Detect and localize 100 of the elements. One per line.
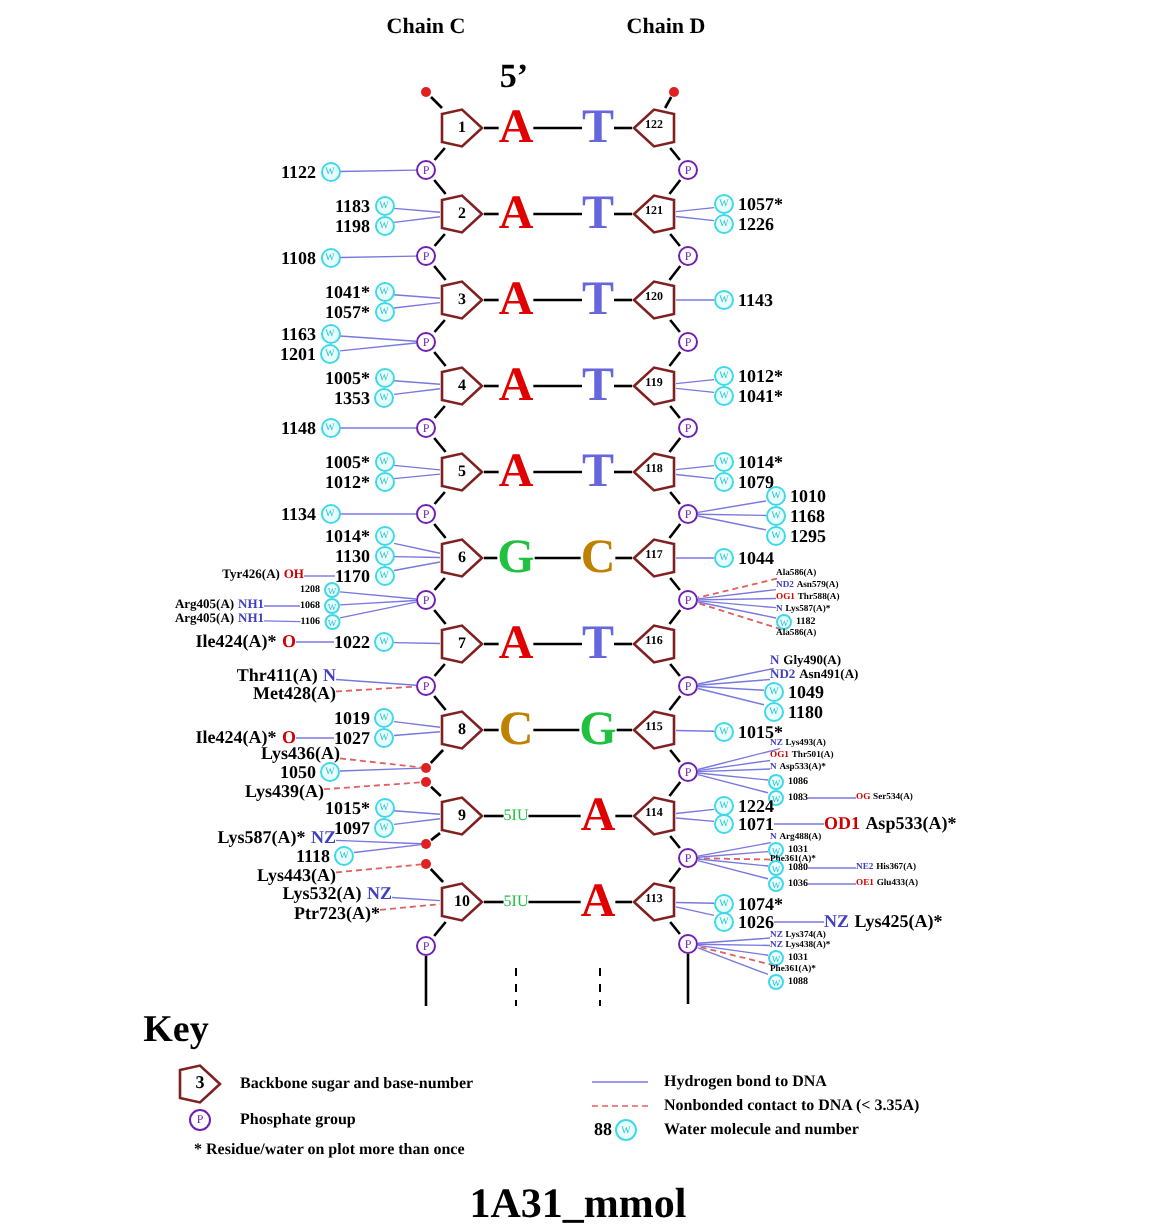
legend-text: Backbone sugar and base-number bbox=[240, 1076, 474, 1092]
water-number: 1122 bbox=[280, 163, 316, 181]
connector-line bbox=[614, 126, 632, 130]
residue-name: Thr411(A) bbox=[236, 665, 318, 685]
connector-line bbox=[433, 523, 447, 539]
water-number: 1057* bbox=[738, 195, 783, 213]
connector-line bbox=[669, 577, 681, 591]
connector-line bbox=[533, 212, 582, 216]
connector-line bbox=[393, 216, 441, 224]
connector-line bbox=[697, 841, 772, 857]
connector-line bbox=[433, 491, 446, 505]
dashed-line bbox=[697, 857, 771, 861]
sugar-pentagon: 2 bbox=[440, 194, 484, 234]
base-letter: A bbox=[498, 104, 534, 152]
connector-line bbox=[295, 641, 335, 643]
residue-name: Lys439(A) bbox=[244, 781, 324, 801]
water-number: 1050 bbox=[280, 763, 316, 781]
connector-line bbox=[393, 542, 441, 554]
connector-line bbox=[697, 588, 777, 600]
connector-line bbox=[339, 599, 417, 606]
connector-line bbox=[686, 954, 690, 1004]
water-number: 1180 bbox=[788, 703, 824, 721]
connector-line bbox=[614, 470, 632, 474]
sugar-pentagon: 10 bbox=[440, 882, 484, 922]
connector-line bbox=[533, 384, 582, 388]
connector-line bbox=[675, 906, 715, 917]
connector-line bbox=[615, 814, 632, 818]
connector-line bbox=[807, 867, 857, 869]
water-number: 1226 bbox=[738, 215, 774, 233]
connector-line bbox=[393, 720, 441, 728]
connector-line bbox=[393, 301, 441, 309]
base-letter: A bbox=[498, 620, 534, 668]
connector-line bbox=[393, 294, 441, 299]
dashed-line bbox=[697, 945, 776, 967]
connector-line bbox=[697, 513, 767, 517]
residue-name: Lys443(A) bbox=[256, 865, 336, 885]
connector-line bbox=[484, 814, 504, 818]
connector-line bbox=[697, 667, 775, 685]
connector-line bbox=[339, 255, 417, 259]
connector-line bbox=[433, 179, 447, 195]
connector-line bbox=[668, 437, 682, 453]
connector-line bbox=[697, 601, 777, 619]
residue-name: Lys425(A)* bbox=[854, 911, 943, 931]
water-number: 1026 bbox=[738, 913, 774, 931]
connector-line bbox=[807, 883, 857, 885]
connector-line bbox=[675, 215, 715, 222]
legend-text: Hydrogen bond to DNA bbox=[664, 1074, 827, 1090]
base-letter: A bbox=[498, 448, 534, 496]
connector-line bbox=[675, 473, 715, 480]
base-letter: A bbox=[498, 362, 534, 410]
connector-line bbox=[697, 685, 765, 691]
connector-line bbox=[669, 663, 681, 677]
connector-line bbox=[424, 956, 428, 1006]
connector-line bbox=[668, 265, 682, 281]
connector-line bbox=[668, 179, 682, 195]
base-letter: T bbox=[582, 448, 614, 496]
connector-line bbox=[433, 319, 446, 333]
connector-line bbox=[668, 609, 682, 625]
sugar-pentagon: 1 bbox=[440, 108, 484, 148]
base-letter: G bbox=[579, 706, 617, 754]
water-number: 1168 bbox=[790, 507, 826, 525]
connector-line bbox=[697, 944, 769, 956]
legend-sugar-symbol: 3 bbox=[178, 1064, 222, 1104]
connector-line bbox=[339, 342, 417, 352]
connector-line bbox=[430, 96, 443, 109]
water-number: 1005* bbox=[325, 369, 370, 387]
connector-line bbox=[675, 464, 715, 471]
chain-end-dot bbox=[669, 87, 679, 97]
connector-line bbox=[339, 591, 417, 600]
connector-line bbox=[615, 900, 632, 904]
water-number: 1079 bbox=[738, 473, 774, 491]
connector-line bbox=[295, 737, 335, 739]
base-letter: A bbox=[498, 190, 534, 238]
water-number: 1143 bbox=[738, 291, 774, 309]
connector-line bbox=[533, 728, 580, 732]
dashed-line bbox=[697, 577, 778, 599]
connector-line bbox=[614, 298, 632, 302]
water-number: 1097 bbox=[334, 819, 370, 837]
connector-line bbox=[614, 384, 632, 388]
connector-line bbox=[393, 207, 441, 213]
connector-line bbox=[533, 642, 582, 646]
water-number: 1015* bbox=[325, 799, 370, 817]
residue-name: Ptr723(A)* bbox=[294, 903, 380, 923]
connector-line bbox=[697, 597, 777, 601]
connector-line bbox=[675, 387, 715, 394]
connector-line bbox=[668, 695, 682, 711]
atom-name: NZ bbox=[366, 883, 392, 903]
water-number: 1044 bbox=[738, 549, 774, 567]
base-letter: T bbox=[582, 620, 614, 668]
atom-name: O bbox=[281, 631, 296, 651]
dashed-line bbox=[335, 685, 417, 693]
sugar-pentagon: 8 bbox=[440, 710, 484, 750]
connector-line bbox=[675, 817, 715, 823]
dashed-line bbox=[379, 903, 441, 911]
connector-line bbox=[675, 299, 715, 301]
connector-line bbox=[433, 609, 447, 625]
connector-line bbox=[773, 823, 825, 825]
connector-line bbox=[339, 601, 417, 619]
chain-end-dot bbox=[421, 859, 431, 869]
connector-line bbox=[339, 169, 417, 173]
